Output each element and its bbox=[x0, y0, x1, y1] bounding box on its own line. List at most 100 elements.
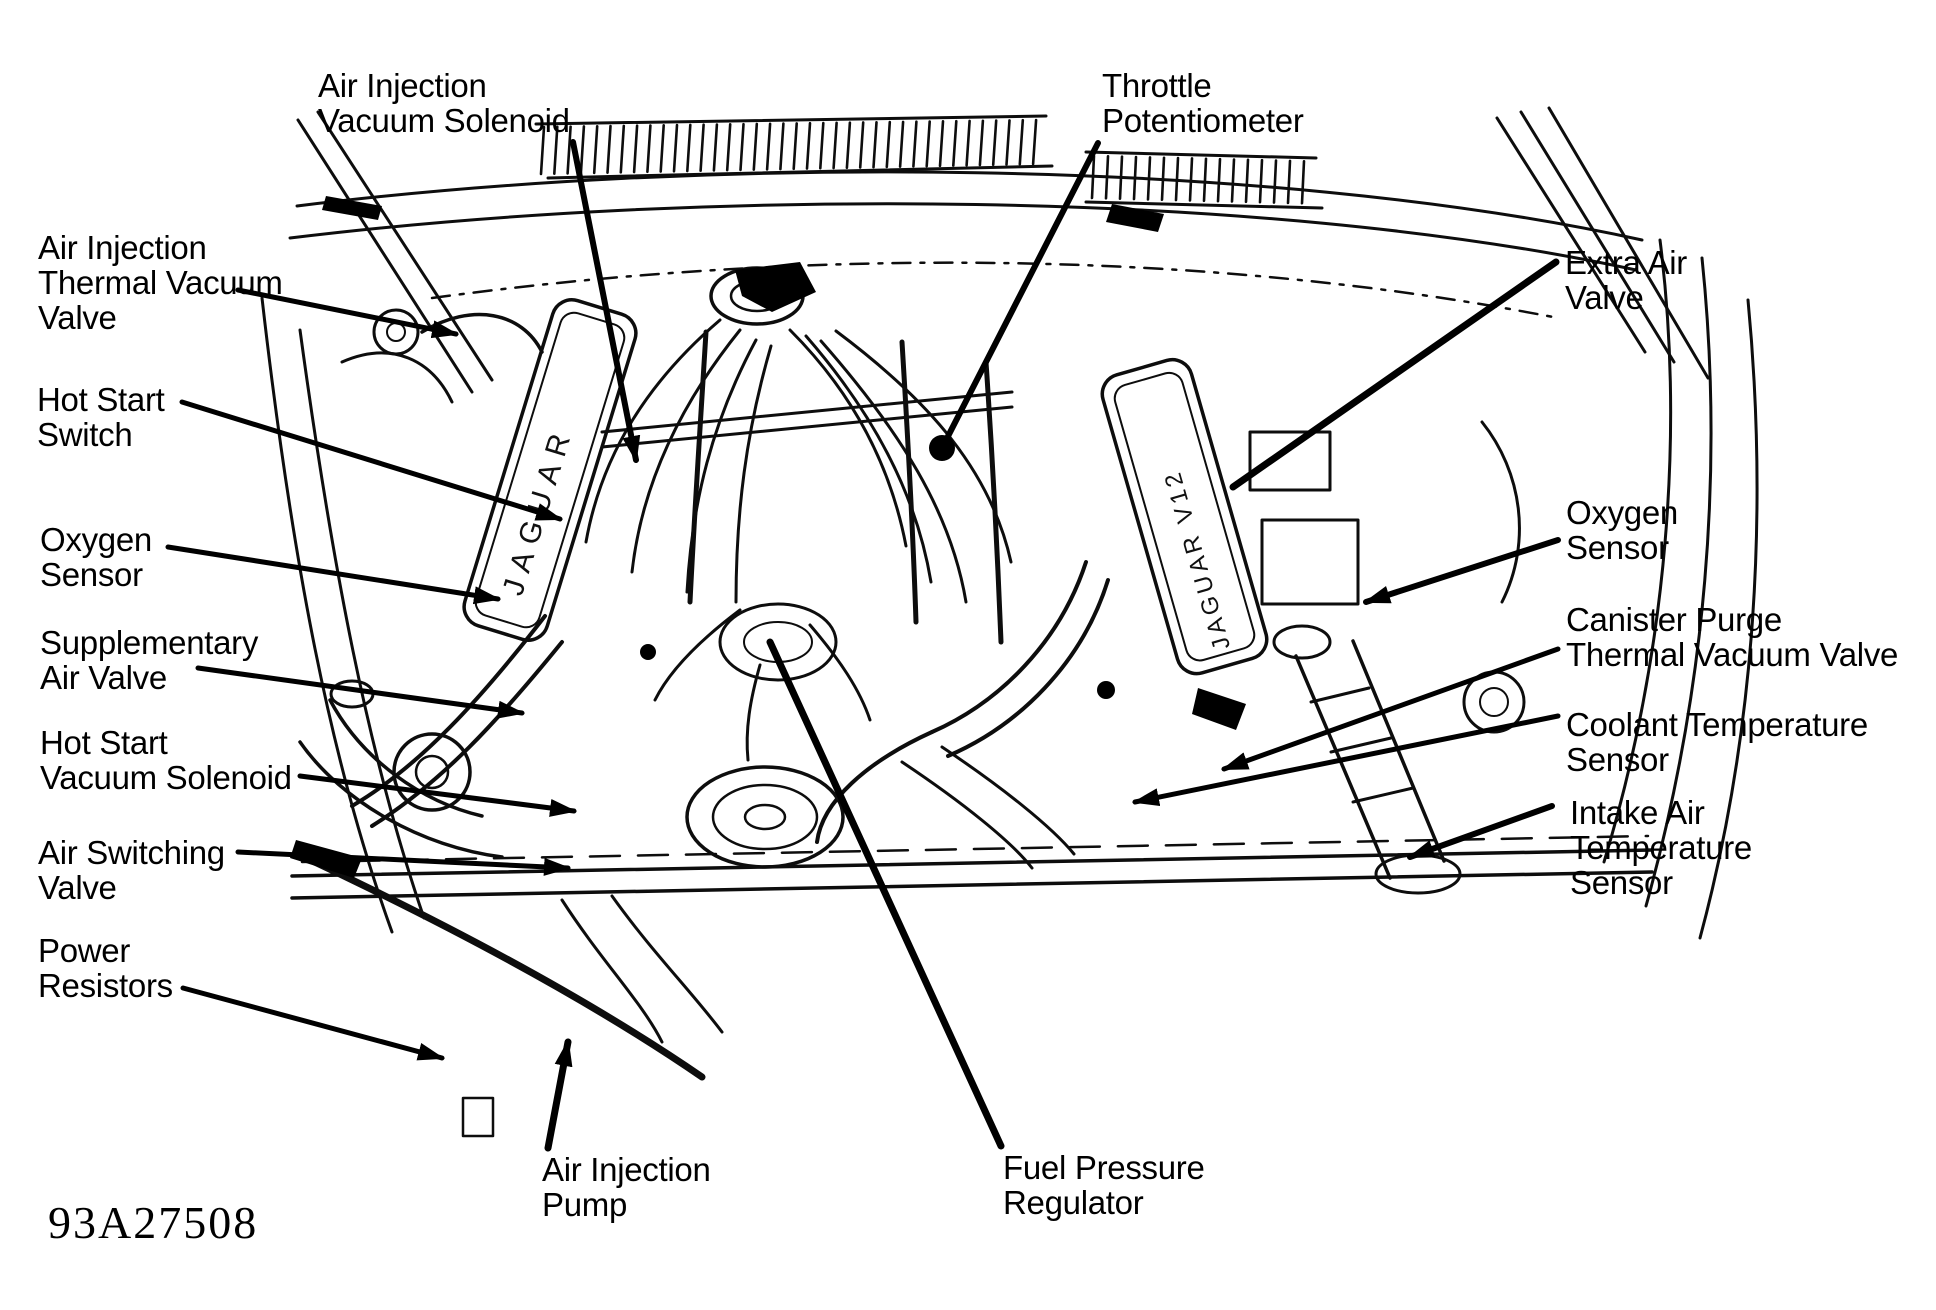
leader-hot-start-switch bbox=[179, 399, 563, 522]
ink-accents bbox=[290, 196, 1246, 878]
vent-slat bbox=[739, 122, 745, 172]
vent-slat bbox=[1090, 154, 1096, 200]
vent-slat bbox=[672, 123, 679, 173]
label-line: Canister Purge bbox=[1566, 601, 1782, 638]
vent-slat bbox=[885, 120, 892, 169]
label-line: Thermal Vacuum bbox=[38, 264, 283, 301]
vent-slat bbox=[872, 120, 878, 169]
vent-slat bbox=[579, 125, 586, 175]
leader-supplementary-air-valve bbox=[195, 665, 525, 719]
label-line: Supplementary bbox=[40, 624, 259, 661]
label-line: Hot Start bbox=[37, 381, 165, 418]
vent-slat bbox=[845, 121, 852, 170]
label-line: Sensor bbox=[1566, 529, 1669, 566]
leader-blob-throttle-potentiometer bbox=[929, 435, 955, 461]
vent-slat bbox=[765, 122, 772, 171]
vent-slat bbox=[685, 123, 692, 173]
leader-oxygen-sensor-left bbox=[165, 544, 501, 605]
vent-slat bbox=[646, 124, 652, 174]
vent-slat bbox=[991, 119, 998, 167]
label-line: Fuel Pressure bbox=[1003, 1149, 1205, 1186]
label-line: Oxygen bbox=[1566, 494, 1678, 531]
label-line: Regulator bbox=[1003, 1184, 1144, 1221]
vent-slat bbox=[1300, 159, 1306, 205]
label-line: Thermal Vacuum Valve bbox=[1566, 636, 1899, 673]
vent-slat bbox=[938, 120, 945, 168]
leader-air-switching-valve bbox=[235, 849, 571, 876]
vent-slat bbox=[1244, 158, 1250, 204]
vent-slat bbox=[1216, 157, 1222, 203]
label-line: Extra Air bbox=[1565, 244, 1688, 281]
label-line: Air Injection bbox=[318, 67, 487, 104]
label-line: Sensor bbox=[1570, 864, 1673, 901]
vent-slat bbox=[792, 122, 799, 171]
vent-slat bbox=[659, 123, 666, 173]
label-line: Potentiometer bbox=[1102, 102, 1304, 139]
label-line: Coolant Temperature bbox=[1566, 706, 1868, 743]
leader-oxygen-sensor-right bbox=[1363, 537, 1561, 605]
label-line: Temperature bbox=[1570, 829, 1752, 866]
vent-slat bbox=[712, 123, 719, 172]
vent-slat bbox=[832, 121, 838, 170]
right-valve-cover: JAGUAR V12 bbox=[1100, 357, 1269, 676]
vent-slat bbox=[779, 122, 785, 171]
vent-slat bbox=[912, 120, 918, 168]
label-line: Sensor bbox=[1566, 741, 1669, 778]
leader-power-resistors bbox=[180, 985, 445, 1061]
vent-slat bbox=[632, 124, 639, 174]
leader-intake-air-temperature-sensor bbox=[1407, 803, 1555, 860]
vent-slat bbox=[1118, 155, 1124, 200]
vent-slat bbox=[752, 122, 759, 171]
vent-slat bbox=[552, 125, 559, 176]
vent-slat bbox=[951, 119, 958, 167]
label-line: Throttle bbox=[1102, 67, 1212, 104]
label-line: Valve bbox=[38, 299, 117, 336]
leader-air-injection-pump bbox=[544, 1038, 573, 1152]
vent-slat bbox=[858, 121, 865, 169]
label-line: Resistors bbox=[38, 967, 173, 1004]
leader-hot-start-vacuum-solenoid bbox=[297, 773, 577, 817]
vent-slat bbox=[619, 124, 626, 174]
label-line: Valve bbox=[1565, 279, 1644, 316]
vent-slat bbox=[1132, 155, 1138, 201]
label-line: Intake Air bbox=[1570, 794, 1705, 831]
label-line: Switch bbox=[37, 416, 133, 453]
label-line: Vacuum Solenoid bbox=[318, 102, 570, 139]
vent-slat bbox=[699, 123, 705, 173]
vent-slat bbox=[925, 120, 932, 168]
label-line: Air Switching bbox=[38, 834, 225, 871]
label-line: Oxygen bbox=[40, 521, 152, 558]
vent-slat bbox=[1005, 119, 1011, 166]
label-line: Power bbox=[38, 932, 131, 969]
callout-leader-lines bbox=[165, 139, 1561, 1152]
label-line: Air Valve bbox=[40, 659, 167, 696]
label-line: Valve bbox=[38, 869, 117, 906]
vent-slat bbox=[1146, 156, 1152, 201]
vent-slat bbox=[725, 123, 732, 172]
label-line: Sensor bbox=[40, 556, 143, 593]
figure-code: 93A27508 bbox=[48, 1197, 259, 1248]
vent-slat bbox=[978, 119, 985, 167]
vent-slat bbox=[1286, 159, 1292, 205]
vent-slat bbox=[965, 119, 971, 167]
engine-art bbox=[260, 106, 1759, 1138]
leader-extra-air-valve bbox=[1229, 258, 1560, 491]
label-line: Air Injection bbox=[38, 229, 207, 266]
vent-slat bbox=[1174, 156, 1180, 202]
vent-slat bbox=[805, 121, 812, 170]
leader-air-injection-thermal-vacuum-valve bbox=[235, 287, 459, 339]
